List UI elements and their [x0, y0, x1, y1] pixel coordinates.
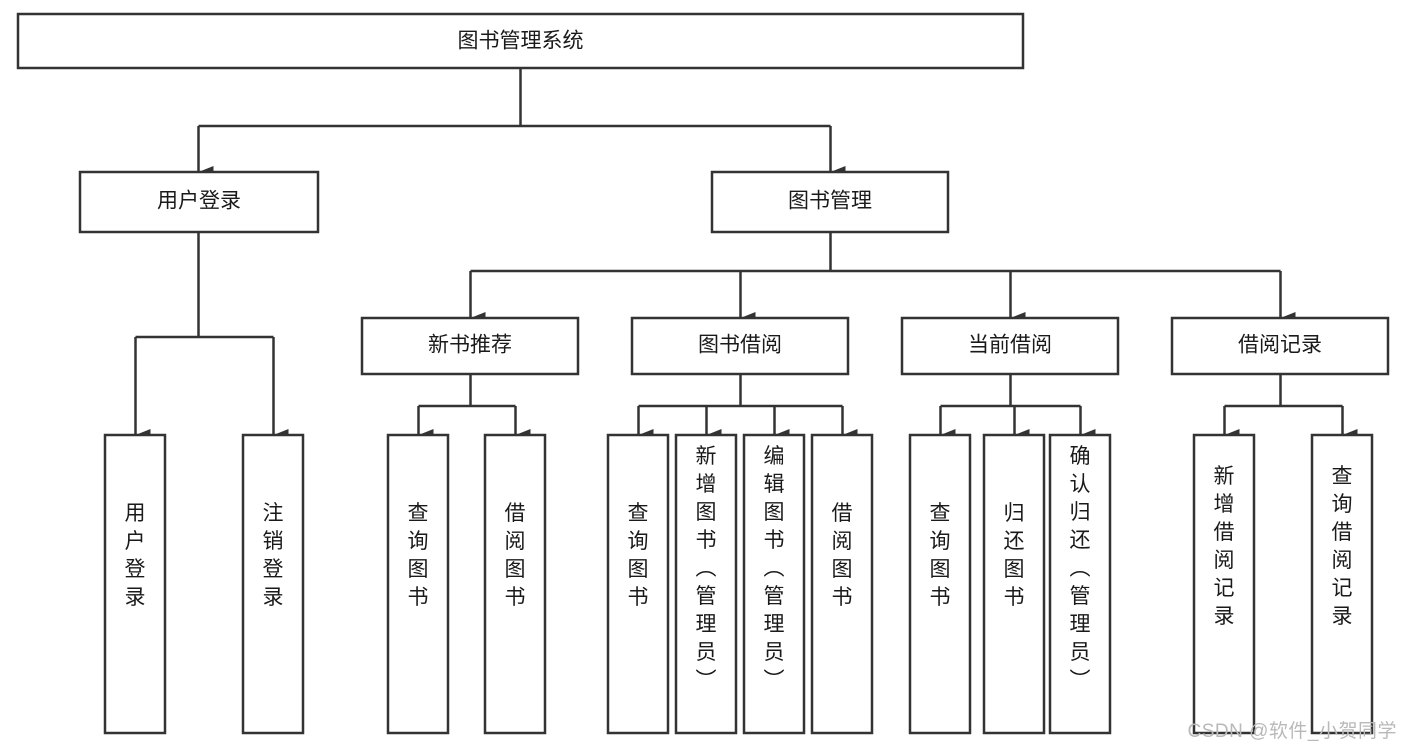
leaf-logout[interactable]: 注销登录 [241, 433, 305, 735]
node-borrow-record-label-box[interactable] [1170, 316, 1390, 376]
node-book-management[interactable]: 图书管理 [710, 170, 950, 234]
connector-group [134, 68, 1358, 441]
leaf-query-book-borrow-label: 查询图书 [628, 502, 649, 609]
leaf-query-book-borrow-box[interactable] [606, 433, 670, 735]
leaf-query-borrow-record-box[interactable] [1310, 433, 1374, 735]
node-current-borrow-label: 当前借阅 [968, 334, 1052, 357]
leaf-query-borrow-record[interactable]: 查询借阅记录 [1310, 433, 1374, 735]
node-borrow-record-label: 借阅记录 [1238, 334, 1322, 357]
node-borrow-record[interactable]: 借阅记录 [1170, 316, 1390, 376]
leaf-return-book[interactable]: 归还图书 [982, 433, 1046, 735]
leaf-borrow-book-recommend[interactable]: 借阅图书 [483, 433, 547, 735]
node-current-borrow[interactable]: 当前借阅 [900, 316, 1120, 376]
node-root-label: 图书管理系统 [458, 30, 584, 53]
leaf-confirm-return-admin-box[interactable] [1048, 433, 1112, 735]
leaf-query-book-current-label: 查询图书 [930, 502, 951, 609]
leaf-add-book-admin[interactable]: 新增图书︵管理员︶ [674, 433, 738, 735]
node-book-management-box[interactable] [710, 170, 950, 234]
leaf-edit-book-admin-label: 编辑图书︵管理员︶ [764, 445, 785, 692]
leaf-query-book-recommend-label: 查询图书 [408, 502, 429, 609]
leaf-return-book-label: 归还图书 [1004, 502, 1025, 609]
leaf-user-login-box[interactable] [103, 433, 167, 735]
leaf-borrow-book-box[interactable] [810, 433, 874, 735]
leaf-user-login-label: 用户登录 [125, 502, 146, 609]
node-current-borrow-box[interactable] [900, 316, 1120, 376]
node-new-book-recommend[interactable]: 新书推荐 [360, 316, 580, 376]
leaf-borrow-book-label: 借阅图书 [832, 502, 853, 609]
leaf-query-book-current-box[interactable] [908, 433, 972, 735]
leaf-query-book-recommend-box[interactable] [386, 433, 450, 735]
node-book-borrow-label: 图书借阅 [698, 334, 782, 357]
leaf-add-borrow-record-label: 新增借阅记录 [1214, 465, 1235, 628]
leaf-confirm-return-admin-label: 确认归还︵管理员︶ [1070, 445, 1091, 692]
leaf-borrow-book[interactable]: 借阅图书 [810, 433, 874, 735]
leaf-add-book-admin-label: 新增图书︵管理员︶ [696, 445, 717, 692]
leaf-query-book-current[interactable]: 查询图书 [908, 433, 972, 735]
node-new-book-recommend-box[interactable] [360, 316, 580, 376]
leaf-user-login[interactable]: 用户登录 [103, 433, 167, 735]
node-book-borrow[interactable]: 图书借阅 [630, 316, 850, 376]
leaf-query-borrow-record-label: 查询借阅记录 [1332, 465, 1353, 628]
leaf-add-borrow-record[interactable]: 新增借阅记录 [1192, 433, 1256, 735]
node-book-borrow-box[interactable] [630, 316, 850, 376]
node-root-box[interactable] [16, 12, 1025, 70]
leaf-query-book-borrow[interactable]: 查询图书 [606, 433, 670, 735]
leaf-query-book-recommend[interactable]: 查询图书 [386, 433, 450, 735]
leaf-logout-label: 注销登录 [263, 502, 284, 609]
node-user-login-label: 用户登录 [157, 190, 241, 213]
leaf-add-borrow-record-box[interactable] [1192, 433, 1256, 735]
leaf-logout-box[interactable] [241, 433, 305, 735]
node-user-login[interactable]: 用户登录 [78, 170, 320, 234]
node-new-book-recommend-label: 新书推荐 [428, 334, 512, 357]
node-user-login-box[interactable] [78, 170, 320, 234]
node-book-management-label: 图书管理 [788, 190, 872, 213]
leaf-borrow-book-recommend-box[interactable] [483, 433, 547, 735]
leaf-borrow-book-recommend-label: 借阅图书 [505, 502, 526, 609]
leaf-return-book-box[interactable] [982, 433, 1046, 735]
leaf-confirm-return-admin[interactable]: 确认归还︵管理员︶ [1048, 433, 1112, 735]
node-root[interactable]: 图书管理系统 [16, 12, 1025, 70]
leaf-edit-book-admin-box[interactable] [742, 433, 806, 735]
leaf-add-book-admin-box[interactable] [674, 433, 738, 735]
leaf-edit-book-admin[interactable]: 编辑图书︵管理员︶ [742, 433, 806, 735]
